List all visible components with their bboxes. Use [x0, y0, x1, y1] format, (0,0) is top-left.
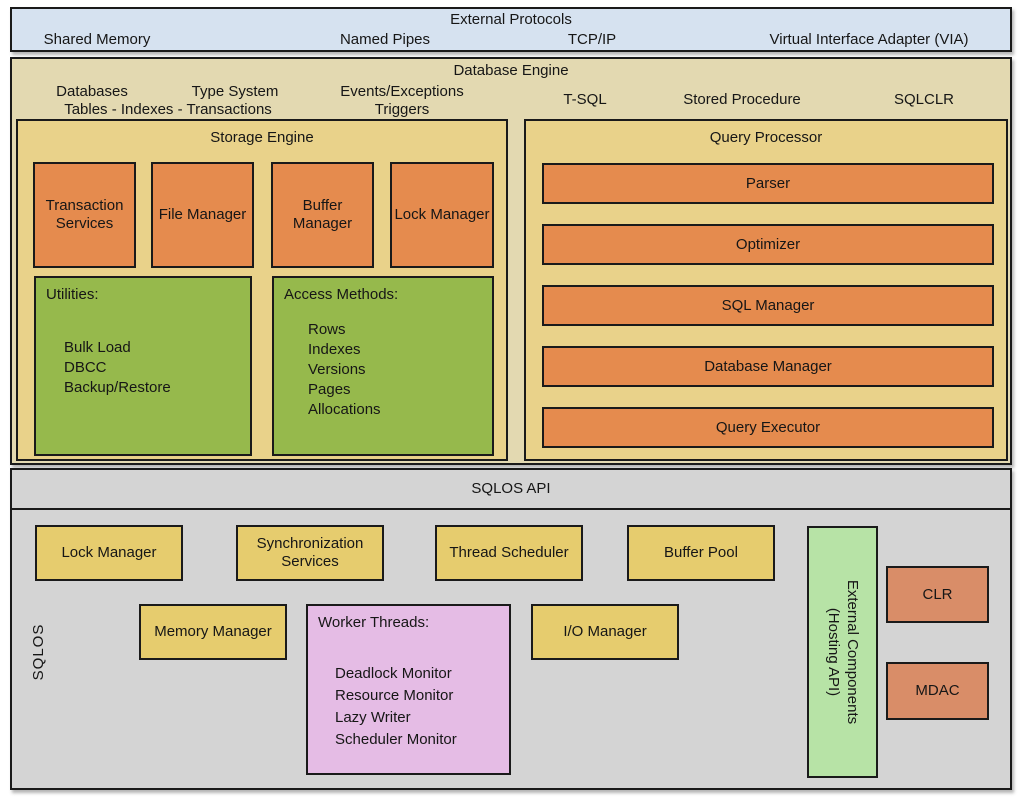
label-stored-procedure: Stored Procedure — [683, 91, 801, 108]
access-methods-item: Indexes — [308, 341, 361, 358]
worker-threads-item: Scheduler Monitor — [335, 731, 457, 748]
bar-parser: Parser — [542, 163, 994, 204]
protocol-via: Virtual Interface Adapter (VIA) — [769, 31, 969, 48]
query-processor-panel: Query Processor Parser Optimizer SQL Man… — [524, 119, 1008, 461]
box-lock-manager: Lock Manager — [390, 162, 494, 268]
utilities-list: Bulk Load DBCC Backup/Restore — [64, 339, 171, 399]
bar-optimizer: Optimizer — [542, 224, 994, 265]
box-file-manager: File Manager — [151, 162, 254, 268]
box-synchronization-services: Synchronization Services — [236, 525, 384, 581]
utilities-item: Bulk Load — [64, 339, 131, 356]
box-mdac: MDAC — [886, 662, 989, 720]
box-buffer-pool: Buffer Pool — [627, 525, 775, 581]
storage-engine-title: Storage Engine — [210, 129, 314, 146]
box-buffer-manager: Buffer Manager — [271, 162, 374, 268]
bar-query-executor: Query Executor — [542, 407, 994, 448]
box-external-components: External Components (Hosting API) — [807, 526, 878, 778]
access-methods-item: Allocations — [308, 401, 381, 418]
protocol-shared-memory: Shared Memory — [43, 31, 151, 48]
external-components-line2: (Hosting API) — [824, 607, 842, 697]
utilities-item: DBCC — [64, 359, 107, 376]
sqlos-section: SQLOS API SQLOS Lock Manager Synchroniza… — [10, 468, 1012, 790]
label-sqlclr: SQLCLR — [893, 91, 955, 108]
database-engine-section: Database Engine Databases Type System Ta… — [10, 57, 1012, 465]
external-components-line1: External Components — [843, 579, 861, 725]
sqlos-api-bar: SQLOS API — [12, 470, 1010, 510]
external-protocols-title: External Protocols — [450, 11, 572, 28]
box-io-manager: I/O Manager — [531, 604, 679, 660]
bar-sql-manager: SQL Manager — [542, 285, 994, 326]
box-worker-threads: Worker Threads: Deadlock Monitor Resourc… — [306, 604, 511, 775]
protocol-named-pipes: Named Pipes — [339, 31, 431, 48]
utilities-title: Utilities: — [46, 286, 99, 303]
worker-threads-list: Deadlock Monitor Resource Monitor Lazy W… — [335, 663, 457, 751]
worker-threads-item: Lazy Writer — [335, 709, 411, 726]
worker-threads-title: Worker Threads: — [318, 614, 430, 631]
storage-engine-panel: Storage Engine Transaction Services File… — [16, 119, 508, 461]
access-methods-item: Pages — [308, 381, 351, 398]
box-thread-scheduler: Thread Scheduler — [435, 525, 583, 581]
box-sqlos-lock-manager: Lock Manager — [35, 525, 183, 581]
sqlos-side-label: SQLOS — [30, 623, 47, 681]
label-databases: Databases — [56, 83, 128, 100]
external-components-label: External Components (Hosting API) — [824, 580, 862, 724]
box-memory-manager: Memory Manager — [139, 604, 287, 660]
protocol-tcp-ip: TCP/IP — [567, 31, 617, 48]
access-methods-title: Access Methods: — [284, 286, 399, 303]
label-type-system: Type System — [191, 83, 279, 100]
database-engine-title: Database Engine — [453, 62, 569, 79]
box-utilities: Utilities: Bulk Load DBCC Backup/Restore — [34, 276, 252, 456]
label-t-sql: T-SQL — [563, 91, 607, 108]
sqlos-api-title: SQLOS API — [471, 480, 551, 497]
worker-threads-item: Resource Monitor — [335, 687, 454, 704]
bar-database-manager: Database Manager — [542, 346, 994, 387]
access-methods-list: Rows Indexes Versions Pages Allocations — [308, 321, 381, 421]
box-access-methods: Access Methods: Rows Indexes Versions Pa… — [272, 276, 494, 456]
utilities-item: Backup/Restore — [64, 379, 171, 396]
box-transaction-services: Transaction Services — [33, 162, 136, 268]
query-processor-title: Query Processor — [709, 129, 823, 146]
access-methods-item: Rows — [308, 321, 346, 338]
label-events-exceptions: Events/Exceptions — [340, 83, 464, 100]
label-triggers: Triggers — [374, 101, 430, 118]
worker-threads-item: Deadlock Monitor — [335, 665, 452, 682]
access-methods-item: Versions — [308, 361, 366, 378]
label-tables-indexes-transactions: Tables - Indexes - Transactions — [64, 101, 272, 118]
external-protocols-section: External Protocols Shared Memory Named P… — [10, 7, 1012, 52]
box-clr: CLR — [886, 566, 989, 623]
